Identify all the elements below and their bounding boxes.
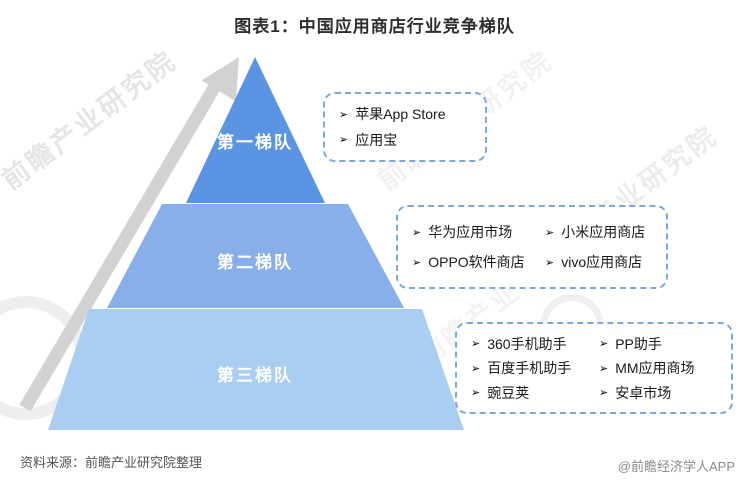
list-item: ➢ 安卓市场 [599, 383, 671, 403]
bullet-arrow-icon: ➢ [471, 338, 481, 350]
list-item: ➢ 360手机助手 [471, 334, 599, 354]
item-label: 豌豆荚 [487, 384, 530, 401]
source-note: 资料来源：前瞻产业研究院整理 [20, 455, 203, 470]
item-label: PP助手 [615, 335, 662, 352]
list-item: ➢ 豌豆荚 [471, 383, 599, 403]
bullet-arrow-icon: ➢ [412, 256, 422, 269]
tier1-callout-box: ➢ 苹果App Store ➢ 应用宝 [323, 92, 487, 162]
bullet-arrow-icon: ➢ [412, 226, 422, 239]
credit-note: @前瞻经济学人APP [617, 459, 735, 474]
bullet-arrow-icon: ➢ [599, 362, 609, 375]
list-item: ➢ 应用宝 [339, 130, 471, 150]
bullet-arrow-icon: ➢ [471, 362, 481, 375]
growth-arrow-head [201, 57, 239, 102]
bullet-arrow-icon: ➢ [471, 387, 481, 399]
item-label: 百度手机助手 [487, 360, 572, 376]
item-label: 应用宝 [355, 131, 398, 148]
bullet-arrow-icon: ➢ [339, 134, 349, 147]
item-row: ➢ 豌豆荚 ➢ 安卓市场 [471, 383, 717, 403]
list-item: ➢ 苹果App Store [339, 104, 471, 124]
item-label: MM应用商场 [615, 360, 695, 376]
tier3-label: 第三梯队 [217, 366, 293, 385]
item-label: vivo应用商店 [561, 254, 643, 270]
tier3-callout-box: ➢ 360手机助手 ➢ PP助手 ➢ 百度手机助手 ➢ MM应用商场 ➢ 豌豆荚 [455, 322, 733, 414]
list-item: ➢ 百度手机助手 [471, 358, 599, 378]
bullet-arrow-icon: ➢ [545, 256, 555, 269]
pyramid-tier-1 [186, 57, 325, 203]
item-row: ➢ 华为应用市场 ➢ 小米应用商店 [412, 222, 652, 242]
list-item: ➢ 华为应用市场 [412, 222, 545, 242]
item-label: 小米应用商店 [561, 224, 646, 240]
item-label: OPPO软件商店 [428, 254, 525, 270]
item-label: 安卓市场 [615, 384, 672, 401]
pyramid-tier-2 [107, 204, 404, 308]
item-row: ➢ 360手机助手 ➢ PP助手 [471, 334, 717, 354]
bullet-arrow-icon: ➢ [339, 108, 349, 121]
list-item: ➢ PP助手 [599, 334, 662, 354]
tier1-label: 第一梯队 [217, 133, 293, 152]
item-label: 360手机助手 [487, 335, 567, 352]
item-label: 苹果App Store [355, 106, 446, 123]
list-item: ➢ vivo应用商店 [545, 252, 642, 272]
list-item: ➢ OPPO软件商店 [412, 252, 545, 272]
tier2-callout-box: ➢ 华为应用市场 ➢ 小米应用商店 ➢ OPPO软件商店 ➢ vivo应用商店 [396, 205, 668, 289]
pyramid-tier-3 [48, 309, 464, 430]
item-label: 华为应用市场 [428, 224, 513, 240]
bullet-arrow-icon: ➢ [599, 387, 609, 399]
chart-title: 图表1：中国应用商店行业竞争梯队 [234, 17, 515, 36]
bullet-arrow-icon: ➢ [599, 338, 609, 350]
tier2-label: 第二梯队 [217, 253, 293, 272]
bullet-arrow-icon: ➢ [545, 226, 555, 239]
list-item: ➢ 小米应用商店 [545, 222, 645, 242]
item-row: ➢ OPPO软件商店 ➢ vivo应用商店 [412, 252, 652, 272]
list-item: ➢ MM应用商场 [599, 358, 695, 378]
item-row: ➢ 百度手机助手 ➢ MM应用商场 [471, 358, 717, 378]
growth-arrow-shaft [19, 84, 220, 412]
